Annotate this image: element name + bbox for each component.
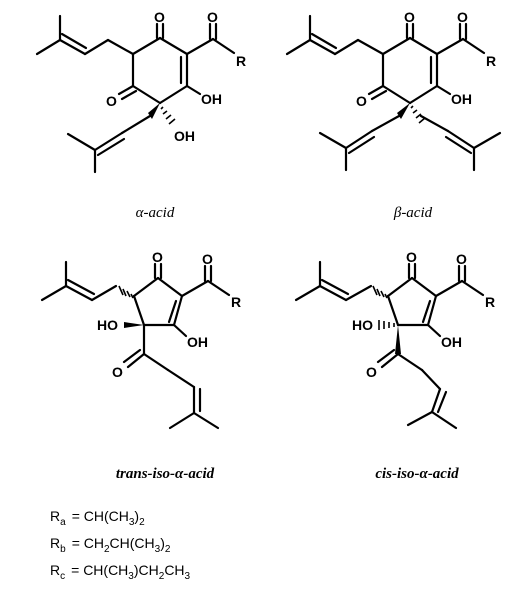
beta-o-top: O: [404, 9, 415, 25]
beta-acid-structure: O O R OH O β-acid: [285, 9, 502, 221]
legend-row-rb: Rb= CH2CH(CH3)2: [50, 535, 171, 555]
trans-iso-alpha-acid-structure: O O R HO OH O trans-iso-α-acid: [40, 249, 241, 482]
legend-row-rc: Rc= CH(CH3)CH2CH3: [50, 562, 191, 582]
alpha-o-left: O: [106, 93, 117, 109]
trans-r-group: R: [231, 294, 241, 310]
alpha-o-top: O: [154, 9, 165, 25]
alpha-acid-hash-bond: [160, 106, 176, 125]
trans-iso-wedge-bond-ho: [124, 322, 144, 328]
alpha-acid-caption: α-acid: [136, 205, 175, 221]
cis-iso-bonds: [294, 260, 485, 430]
beta-acid-caption: β-acid: [393, 205, 433, 221]
beta-acid-atoms: O O R OH O: [356, 9, 496, 109]
beta-o-acyl: O: [457, 9, 468, 25]
trans-ho: HO: [97, 317, 118, 333]
trans-o-side: O: [112, 364, 123, 380]
cis-o-acyl: O: [456, 251, 467, 267]
cis-iso-alpha-acid-structure: O O R HO OH O cis-iso-α-acid: [294, 249, 495, 482]
beta-acid-wedge-bond: [397, 103, 410, 119]
legend-ra-symbol: R: [50, 508, 60, 524]
cis-iso-atoms: O O R HO OH O: [352, 249, 495, 380]
trans-iso-bonds: [40, 260, 231, 430]
r-group-legend: Ra= CH(CH3)2 Rb= CH2CH(CH3)2 Rc= CH(CH3)…: [50, 508, 191, 582]
trans-o-acyl: O: [202, 251, 213, 267]
trans-iso-alpha-acid-caption: trans-iso-α-acid: [116, 466, 215, 482]
legend-rc-symbol: R: [50, 562, 60, 578]
cis-iso-hash-bond-ho: [378, 320, 395, 330]
alpha-oh-tertiary: OH: [174, 128, 195, 144]
alpha-acid-structure: O O R OH O OH α-acid: [35, 9, 246, 221]
cis-o-side: O: [366, 364, 377, 380]
cis-iso-wedge-bond-acyl: [395, 325, 401, 354]
cis-ho: HO: [352, 317, 373, 333]
alpha-o-acyl: O: [207, 9, 218, 25]
beta-o-left: O: [356, 93, 367, 109]
cis-r-group: R: [485, 294, 495, 310]
alpha-oh-enol: OH: [201, 91, 222, 107]
trans-iso-hash-bond-prenyl: [118, 285, 134, 299]
cis-iso-alpha-acid-caption: cis-iso-α-acid: [375, 466, 459, 482]
legend-row-ra: Ra= CH(CH3)2: [50, 508, 145, 528]
alpha-r-group: R: [236, 53, 246, 69]
legend-rb-symbol: R: [50, 535, 60, 551]
alpha-acid-bonds: [35, 14, 236, 174]
trans-o-top: O: [152, 249, 163, 265]
cis-o-top: O: [406, 249, 417, 265]
cis-oh-enol: OH: [441, 334, 462, 350]
cis-iso-hash-bond-prenyl: [372, 285, 388, 299]
beta-r-group: R: [486, 53, 496, 69]
trans-oh-enol: OH: [187, 334, 208, 350]
beta-acid-bonds: [285, 14, 502, 172]
alpha-acid-atoms: O O R OH O OH: [106, 9, 246, 144]
trans-iso-atoms: O O R HO OH O: [97, 249, 241, 380]
beta-oh-enol: OH: [451, 91, 472, 107]
alpha-acid-wedge-bond: [148, 103, 160, 119]
beta-acid-hash-bond: [410, 105, 426, 124]
